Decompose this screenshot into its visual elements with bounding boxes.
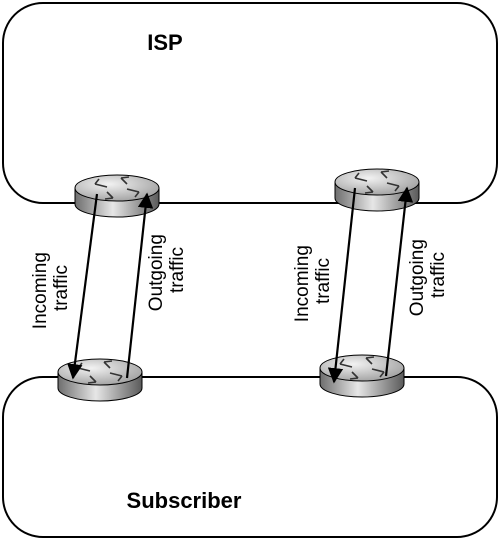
outgoing-label-right: Outgoing traffic — [407, 234, 449, 316]
isp-network-box — [2, 2, 498, 204]
outgoing-traffic-arrow-right — [384, 186, 414, 377]
incoming-label-left: Incoming traffic — [30, 247, 72, 329]
subscriber-network-box — [2, 376, 498, 538]
isp-label: ISP — [147, 30, 182, 55]
outgoing-label-left: Outgoing traffic — [146, 229, 188, 311]
router-subscriber-right — [319, 354, 405, 398]
subscriber-label: Subscriber — [127, 488, 242, 513]
incoming-label-right: Incoming traffic — [292, 240, 334, 322]
incoming-traffic-arrow-right — [327, 187, 357, 384]
incoming-traffic-arrow-left — [67, 193, 99, 380]
outgoing-traffic-arrow-left — [125, 192, 154, 379]
